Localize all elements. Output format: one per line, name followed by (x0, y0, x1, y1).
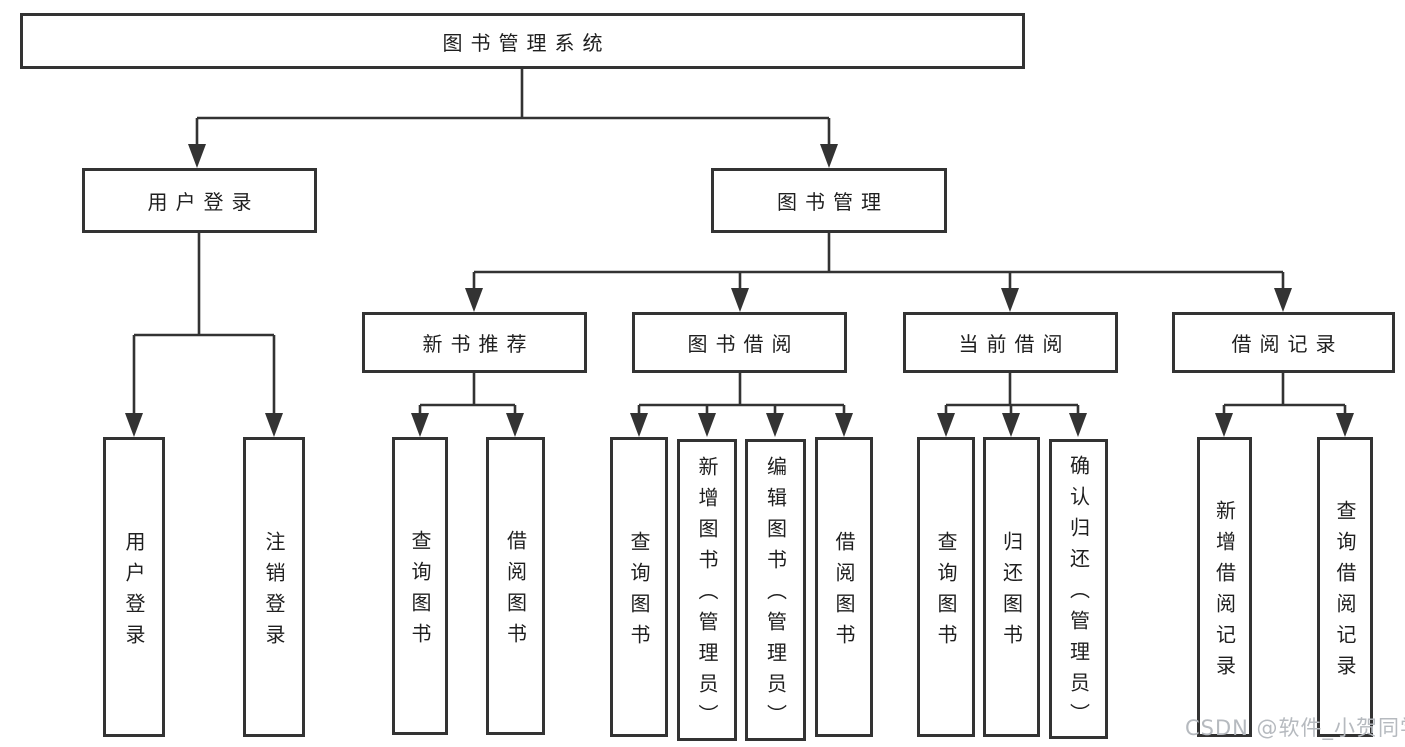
leaf-nbr-query-books: 查询图书 (392, 437, 448, 735)
leaf-bb-add-books-admin: 新增图书（管理员） (677, 439, 737, 741)
leaf-br-add-record: 新增借阅记录 (1197, 437, 1252, 737)
leaf-user-login: 用户登录 (103, 437, 165, 737)
leaf-bb-query-books: 查询图书 (610, 437, 668, 737)
csdn-watermark: CSDN @软件_小贺同学 (1185, 716, 1405, 740)
leaf-cb-query-books: 查询图书 (917, 437, 975, 737)
node-new-book-recommend: 新书推荐 (362, 312, 587, 373)
node-book-borrowing: 图书借阅 (632, 312, 847, 373)
node-root: 图书管理系统 (20, 13, 1025, 69)
node-borrowing-records: 借阅记录 (1172, 312, 1395, 373)
leaf-bb-edit-books-admin: 编辑图书（管理员） (745, 439, 806, 741)
leaf-nbr-borrow-books: 借阅图书 (486, 437, 545, 735)
leaf-br-query-record: 查询借阅记录 (1317, 437, 1373, 737)
node-current-borrowing: 当前借阅 (903, 312, 1118, 373)
arrowhead-icons (125, 144, 1354, 437)
leaf-cb-return-books: 归还图书 (983, 437, 1040, 737)
node-user-login: 用户登录 (82, 168, 317, 233)
leaf-cb-confirm-return-admin: 确认归还（管理员） (1049, 439, 1108, 739)
leaf-bb-borrow-books: 借阅图书 (815, 437, 873, 737)
node-book-management: 图书管理 (711, 168, 947, 233)
leaf-logout: 注销登录 (243, 437, 305, 737)
